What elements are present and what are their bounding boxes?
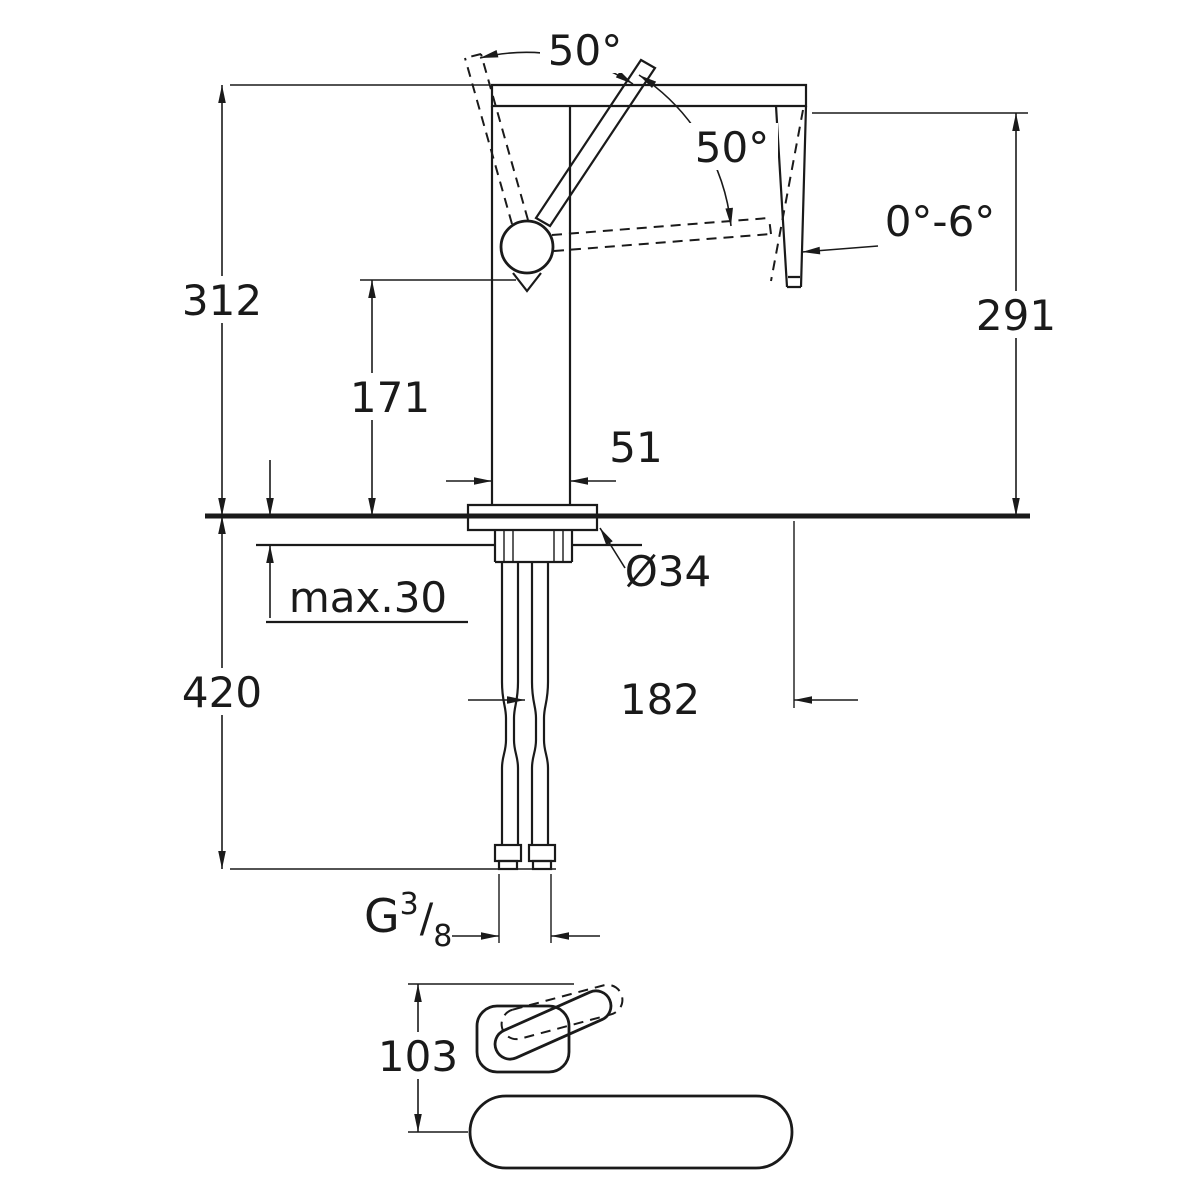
below-length-label: 420: [182, 668, 262, 717]
dim-angle-top: 50°: [479, 26, 634, 85]
right-height-label: 291: [976, 291, 1056, 340]
plan-view: [468, 983, 794, 1170]
mounting-washer: [466, 516, 599, 532]
angle-right-label: 50°: [695, 123, 769, 172]
lever-position-right: [551, 217, 772, 252]
plan-body-cap: [475, 1004, 571, 1074]
dim-hole-diameter: Ø34: [599, 527, 712, 596]
dim-projection: 182: [468, 521, 858, 724]
dim-body-width: 51: [446, 423, 663, 485]
thread-g: G: [364, 889, 400, 943]
dim-thread-size: G3/8: [364, 874, 600, 954]
hose-tip-left: [497, 859, 519, 871]
mounting-hardware: [466, 516, 599, 564]
dimensions: 50° 50° 0°-6° 312 171 291: [175, 26, 1063, 954]
shank-hatch: [503, 530, 564, 562]
spout-height-label: 171: [350, 373, 430, 422]
body-column: [490, 106, 572, 505]
dim-plan-height: 103: [371, 983, 574, 1133]
hose-neck-lower: [500, 739, 550, 769]
lever-pivot: [499, 219, 555, 275]
dim-height-total: 312: [175, 84, 490, 516]
height-total-label: 312: [182, 276, 262, 325]
base-flange: [466, 503, 599, 516]
hose-tip-right: [531, 859, 553, 871]
lever-position-left: [464, 53, 529, 225]
plan-spout-outline: [468, 1094, 794, 1170]
plan-lever: [493, 989, 613, 1061]
thread-size-label: G3/8: [364, 887, 452, 954]
plan-lever-alt-position: [500, 983, 624, 1041]
thread-slash: /: [420, 896, 434, 942]
plan-height-label: 103: [378, 1032, 458, 1081]
spout-tilt-dashed: [770, 109, 804, 282]
dim-spout-height: 171: [343, 279, 516, 516]
dim-tilt-range: 0°-6°: [801, 197, 996, 255]
hole-diameter-label: Ø34: [625, 547, 712, 596]
threaded-shank: [493, 530, 574, 564]
dim-angle-right: 50°: [638, 74, 778, 227]
dim-right-height: 291: [812, 112, 1063, 516]
supply-hoses: [493, 562, 557, 871]
lever-solid: [534, 58, 657, 228]
hose-connector-right: [527, 843, 557, 863]
hose-connector-left: [493, 843, 523, 863]
tilt-leader: [801, 245, 879, 255]
spout-drop: [774, 105, 808, 289]
tilt-range-label: 0°-6°: [885, 197, 996, 246]
hose-lower: [500, 768, 550, 845]
body-width-label: 51: [609, 423, 662, 472]
max-thickness-label: max.30: [289, 573, 447, 622]
hose-break: [504, 718, 546, 740]
spout-arm: [490, 83, 808, 108]
dim-below-length: 420: [175, 516, 556, 870]
counter-surface: [205, 513, 1030, 547]
hose-upper: [500, 562, 550, 682]
outlet-marker: [512, 272, 542, 293]
thread-numerator: 3: [400, 887, 419, 922]
thread-denominator: 8: [433, 919, 452, 954]
dim-max-thickness: max.30: [266, 460, 468, 624]
projection-label: 182: [620, 675, 700, 724]
angle-top-label: 50°: [548, 26, 622, 75]
